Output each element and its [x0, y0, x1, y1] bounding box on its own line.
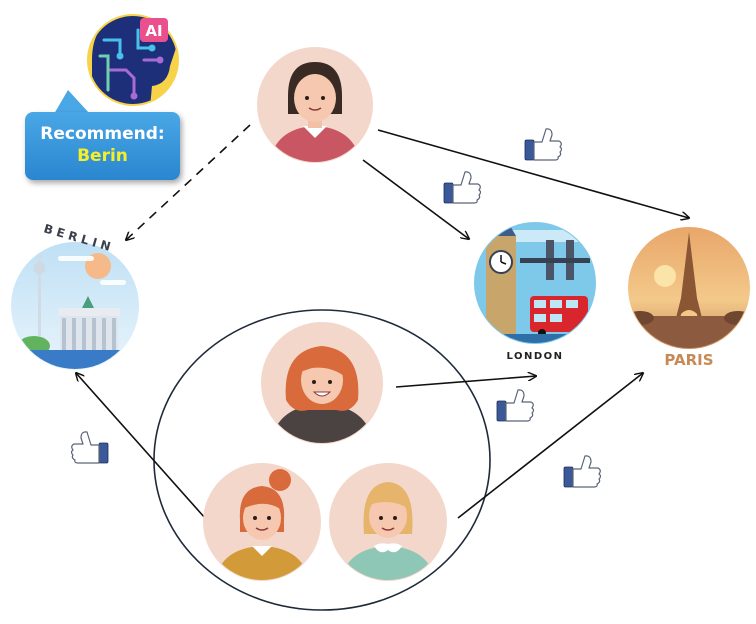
- berlin-destination: BERLIN: [11, 221, 139, 370]
- thumbs-up-icon: [563, 455, 602, 488]
- arrows: [76, 124, 689, 519]
- thumbs-up-icon: [70, 431, 109, 464]
- arrow-friend-to-london: [395, 376, 536, 388]
- thumbs-up-icon: [496, 389, 535, 422]
- similar-user-2-avatar: [203, 463, 321, 581]
- target-user-avatar: [257, 47, 373, 163]
- london-label: LONDON: [506, 351, 563, 362]
- thumbs-up-icon: [443, 171, 482, 204]
- arrow-user-to-london: [362, 159, 469, 239]
- like-icons: [70, 128, 602, 488]
- arrow-user-to-paris: [377, 129, 689, 218]
- thumbs-up-icon: [524, 128, 563, 161]
- speech-bubble-tail: [54, 90, 90, 114]
- london-destination: LONDON: [474, 222, 596, 362]
- similar-user-3-avatar: [329, 463, 447, 581]
- paris-destination: PARIS: [628, 227, 750, 369]
- paris-label: PARIS: [664, 351, 713, 369]
- arrow-friend-to-paris: [457, 373, 643, 519]
- recommend-label: Recommend:: [40, 124, 165, 144]
- arrow-user-to-berlin-dashed: [126, 124, 251, 240]
- arrow-friend-to-berlin: [76, 373, 206, 519]
- similar-user-1-avatar: [261, 322, 383, 444]
- ai-badge: AI: [145, 22, 162, 40]
- ai-brain-icon: AI: [87, 14, 179, 106]
- recommendation-bubble: Recommend: Berin: [25, 112, 180, 180]
- recommended-city: Berin: [77, 146, 128, 166]
